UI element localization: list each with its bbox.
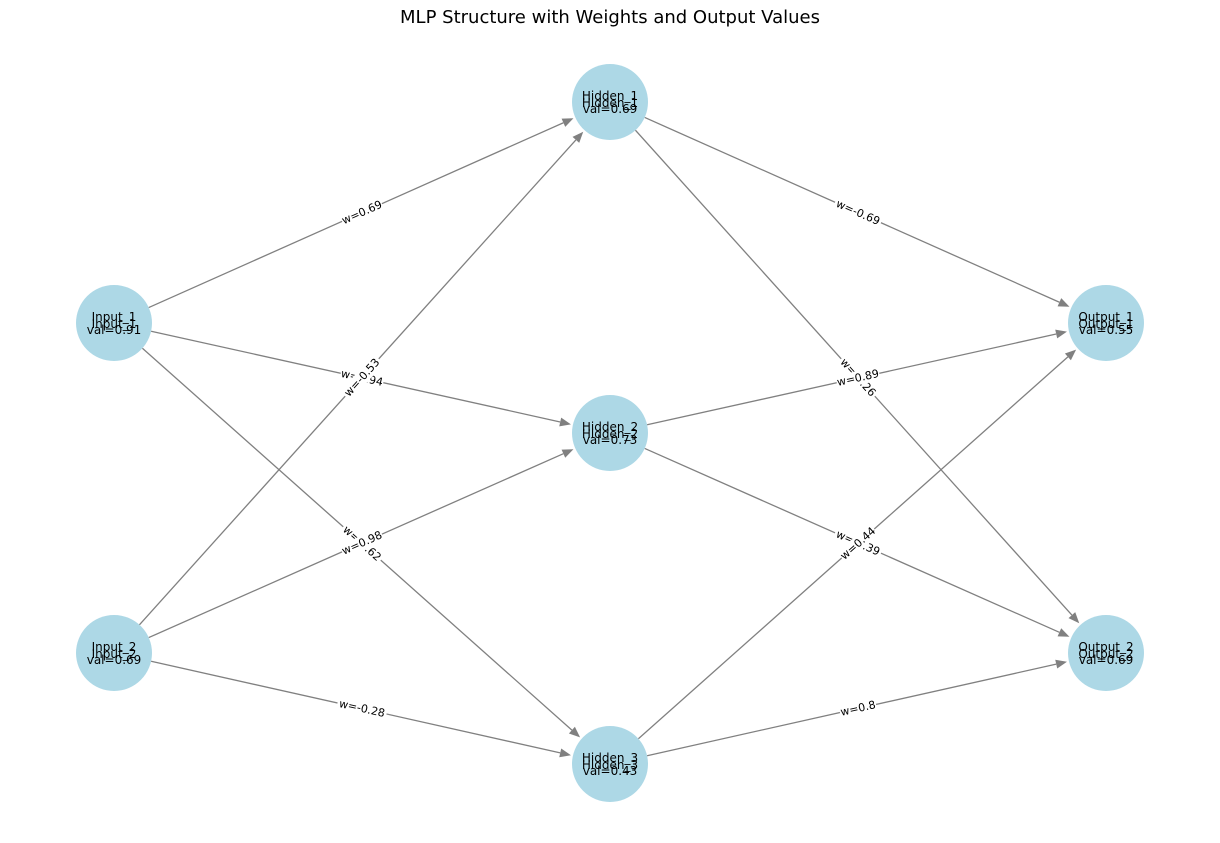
arrowhead-icon bbox=[568, 726, 581, 738]
node-value-label: val=0.69 bbox=[1079, 653, 1134, 667]
node-id-label: Input_2 bbox=[92, 647, 137, 661]
node-name-label: Output_2 bbox=[1078, 640, 1133, 654]
node-name-label: Input_2 bbox=[92, 640, 137, 654]
node-id-label: Output_1 bbox=[1078, 317, 1133, 331]
diagram-title: MLP Structure with Weights and Output Va… bbox=[400, 7, 820, 28]
edge-label-background bbox=[838, 697, 878, 720]
node-name-label: Input_1 bbox=[92, 310, 137, 324]
node-value-label: val=0.91 bbox=[87, 323, 142, 337]
edge-weight-label: w=-0.69 bbox=[832, 195, 884, 230]
arrowhead-icon bbox=[1055, 659, 1067, 669]
arrowhead-icon bbox=[1055, 329, 1067, 339]
edge-label-background bbox=[335, 696, 389, 721]
node-value-label: val=0.73 bbox=[583, 433, 638, 447]
arrowhead-icon bbox=[559, 417, 571, 427]
edge-weight-text: w=-0.28 bbox=[338, 697, 386, 720]
edge-label-background bbox=[339, 527, 385, 559]
node-circle bbox=[76, 285, 152, 361]
node-name-label: Hidden_3 bbox=[582, 751, 638, 765]
arrowhead-icon bbox=[572, 131, 584, 143]
node-name-label: Output_1 bbox=[1078, 310, 1133, 324]
node-name-label: Hidden_2 bbox=[582, 420, 638, 434]
arrowhead-icon bbox=[559, 748, 571, 758]
edge-label-background bbox=[835, 366, 881, 390]
node-circle bbox=[572, 64, 648, 140]
node-circle bbox=[572, 726, 648, 802]
arrowhead-icon bbox=[1068, 612, 1080, 624]
node-circle bbox=[76, 615, 152, 691]
arrowhead-icon bbox=[1057, 628, 1070, 637]
edge-label-background bbox=[832, 195, 884, 230]
node-value-label: val=0.69 bbox=[583, 102, 638, 116]
edge-weight-text: w=0.69 bbox=[340, 198, 384, 227]
node-id-label: Hidden_1 bbox=[582, 96, 638, 110]
edge-label-background bbox=[339, 197, 385, 228]
node-value-label: val=0.55 bbox=[1079, 323, 1134, 337]
arrowhead-icon bbox=[1064, 349, 1077, 361]
edge-label-background bbox=[340, 354, 384, 401]
nodes-layer: Input_1Input_1val=0.91Input_2Input_2val=… bbox=[76, 64, 1144, 802]
node-id-label: Hidden_3 bbox=[582, 758, 638, 772]
arrowhead-icon bbox=[561, 449, 574, 458]
edge-label-background bbox=[837, 523, 879, 564]
arrowhead-icon bbox=[1057, 298, 1070, 307]
node-value-label: val=0.69 bbox=[87, 653, 142, 667]
edge-weight-label: w=0.8 bbox=[838, 697, 878, 720]
edge-weight-label: w=0.69 bbox=[339, 197, 385, 228]
node-id-label: Input_1 bbox=[92, 317, 137, 331]
node-id-label: Output_2 bbox=[1078, 647, 1133, 661]
node-circle bbox=[1068, 615, 1144, 691]
node-value-label: val=0.43 bbox=[583, 764, 638, 778]
edge-weight-label: w=-0.28 bbox=[335, 696, 389, 721]
node-circle bbox=[572, 395, 648, 471]
arrowhead-icon bbox=[561, 118, 574, 127]
node-id-label: Hidden_2 bbox=[582, 427, 638, 441]
node-circle bbox=[1068, 285, 1144, 361]
node-name-label: Hidden_1 bbox=[582, 89, 638, 103]
